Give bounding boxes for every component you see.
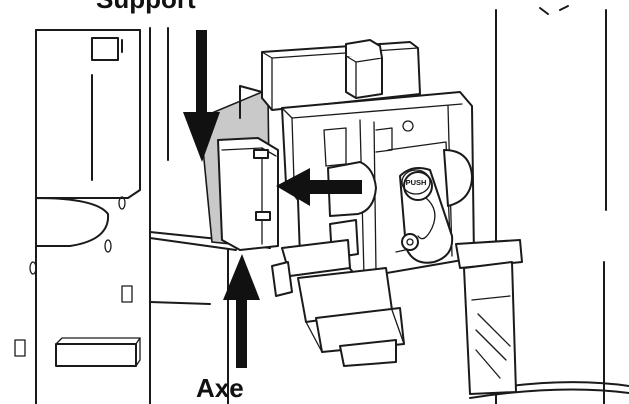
support-label: Support [96, 0, 196, 14]
push-button-ring [401, 169, 431, 195]
arrow-left-icon [276, 168, 362, 206]
push-button-label: PUSH [406, 178, 427, 187]
arrow-down-icon [183, 30, 220, 162]
support-flap [217, 137, 279, 251]
axe-label: Axe [196, 373, 244, 403]
slot-bracket [55, 337, 141, 367]
valve-body [261, 39, 475, 279]
arrow-up-icon [223, 254, 260, 368]
valve-lower [271, 239, 523, 395]
left-wall [14, 29, 141, 404]
